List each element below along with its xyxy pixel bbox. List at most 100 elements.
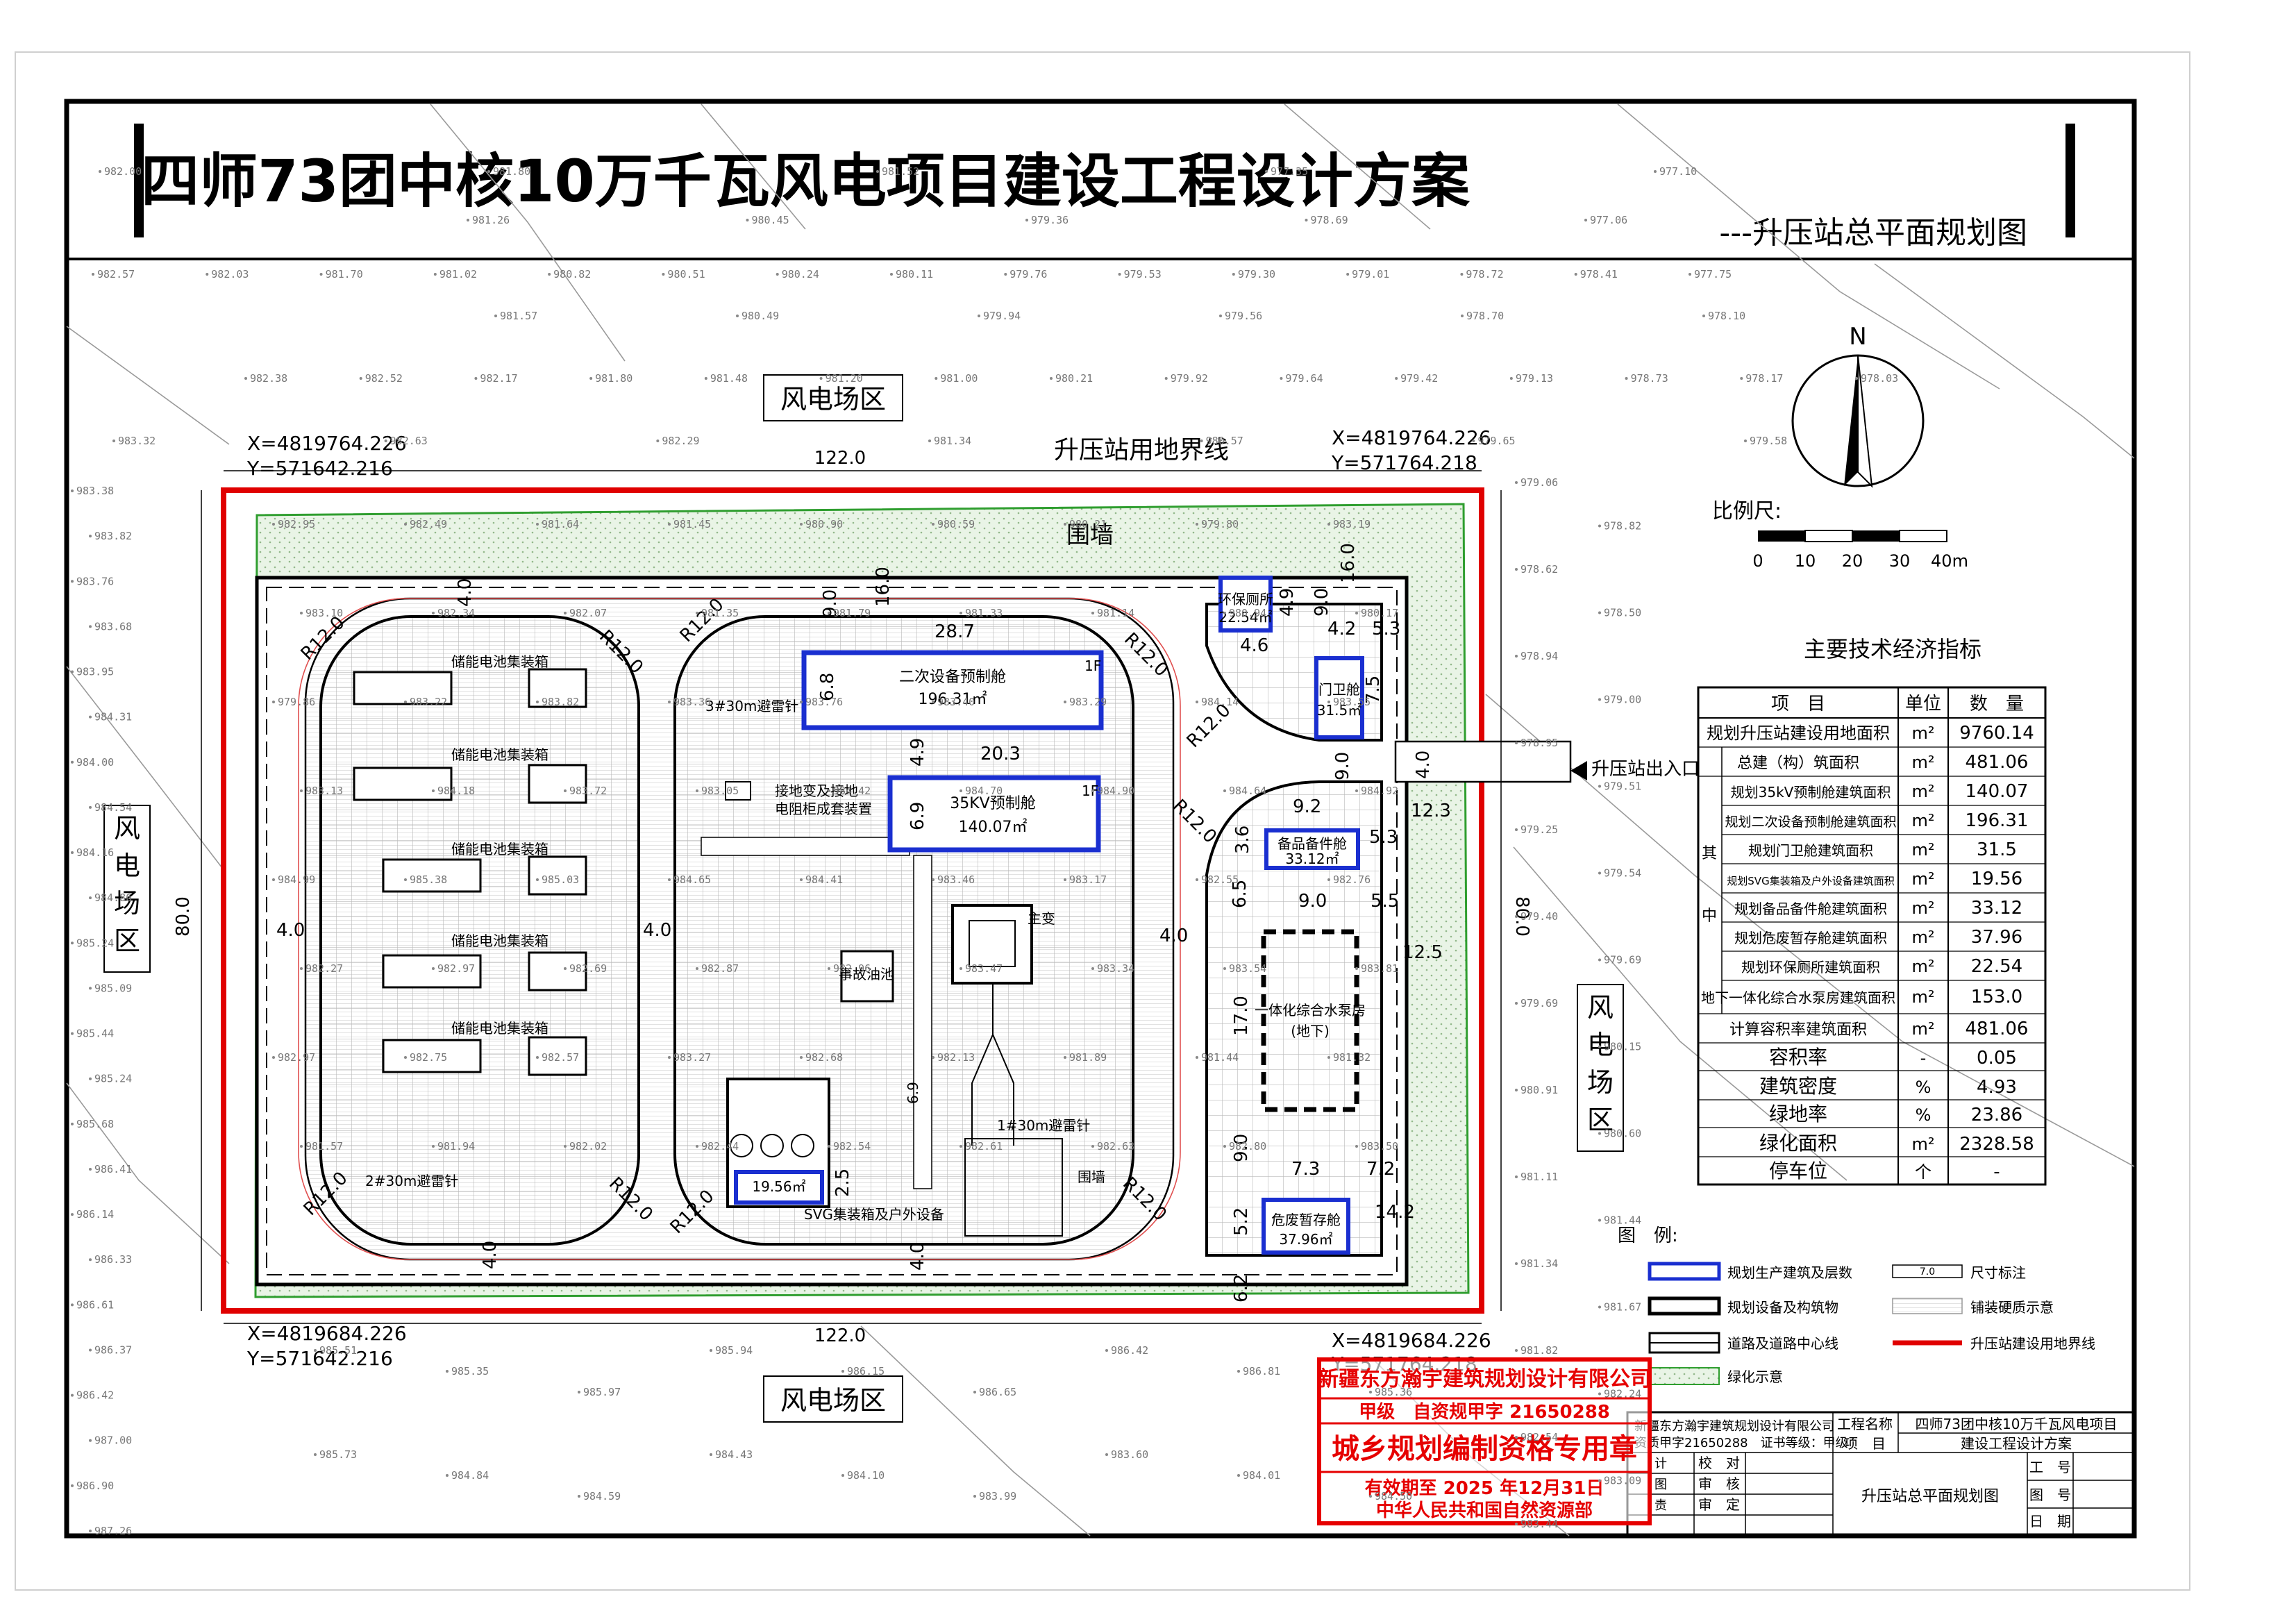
35kv-cabin-area: 140.07㎡	[959, 818, 1028, 836]
elevation-label: 979.56	[1225, 310, 1262, 322]
inner-road-h	[701, 837, 910, 856]
dim-label: 2.5	[832, 1169, 853, 1197]
elevation-label: 979.69	[1520, 997, 1558, 1010]
elevation-label: 986.65	[979, 1386, 1016, 1398]
legend-label: 规划设备及构筑物	[1727, 1299, 1838, 1316]
elevation-label: 979.53	[1124, 268, 1162, 281]
elevation-dot	[1515, 1002, 1518, 1005]
dim-label: 4.6	[1240, 635, 1268, 656]
elevation-label: 983.10	[305, 607, 343, 619]
elevation-dot	[1598, 698, 1601, 701]
elevation-label: 981.00	[940, 372, 978, 385]
dim-label: 9.0	[1231, 1134, 1252, 1162]
elevation-dot	[960, 789, 962, 792]
elevation-dot	[696, 967, 698, 970]
legend-label: 尺寸标注	[1970, 1264, 2026, 1281]
secondary-cabin-floor: 1F	[1084, 658, 1101, 674]
elevation-dot	[1223, 789, 1226, 792]
title-check: 校 对	[1698, 1455, 1740, 1471]
elevation-label: 985.94	[715, 1344, 753, 1357]
elevation-label: 980.60	[1604, 1128, 1641, 1140]
elevation-dot	[932, 878, 935, 881]
elevation-dot	[828, 612, 830, 614]
title-left-char: 计	[1654, 1457, 1667, 1471]
elevation-label: 986.37	[94, 1343, 132, 1356]
north-arrow-icon	[1791, 354, 1925, 488]
indicator-name: 绿化面积	[1759, 1132, 1837, 1155]
elevation-label: 979.30	[1238, 268, 1275, 281]
elevation-label: 985.97	[583, 1386, 621, 1398]
indicator-header: 项 目	[1771, 694, 1825, 714]
elevation-label: 981.11	[1520, 1171, 1558, 1183]
area-bottom: 风电场区	[780, 1385, 886, 1416]
elevation-dot	[112, 440, 115, 442]
indicator-value: 22.54	[1971, 956, 2022, 977]
elevation-dot	[1654, 170, 1657, 173]
elevation-dot	[272, 878, 275, 881]
elevation-dot	[1223, 612, 1226, 614]
indicator-side: 中	[1702, 907, 1717, 925]
elevation-label: 986.90	[76, 1480, 114, 1492]
elevation-label: 985.03	[542, 873, 579, 886]
elevation-label: 982.76	[1333, 873, 1371, 886]
elevation-label: 981.57	[305, 1140, 343, 1153]
elevation-dot	[828, 789, 830, 792]
elevation-dot	[746, 219, 749, 221]
dim-label: 16.0	[1338, 543, 1359, 583]
indicator-title: 主要技术经济指标	[1804, 636, 1981, 662]
elevation-dot	[1105, 1453, 1108, 1456]
battery-label: 储能电池集装箱	[451, 746, 548, 763]
elevation-label: 986.42	[1111, 1344, 1148, 1357]
elevation-label: 981.64	[542, 518, 579, 530]
elevation-label: 979.01	[1352, 268, 1389, 281]
svg-reactor	[791, 1134, 814, 1157]
elevation-label: 979.92	[1171, 372, 1208, 385]
elevation-dot	[1598, 1392, 1601, 1396]
area-left-3: 场	[114, 888, 140, 919]
dim-label: 9.2	[1293, 796, 1321, 817]
title-review: 审 核	[1698, 1475, 1740, 1492]
elevation-dot	[1702, 315, 1705, 317]
elevation-dot	[1327, 1056, 1330, 1059]
area-left-4: 区	[114, 926, 140, 956]
title-drawing-name: 升压站总平面规划图	[1861, 1488, 1999, 1505]
dim-label: 6.9	[907, 802, 928, 830]
elevation-label: 981.44	[1201, 1051, 1239, 1064]
indicator-name: 地下一体化综合水泵房建筑面积	[1701, 989, 1895, 1006]
elevation-label: 984.42	[833, 785, 871, 797]
elevation-dot	[960, 612, 962, 614]
elevation-dot	[1598, 1305, 1601, 1309]
elevation-dot	[1355, 612, 1358, 614]
coord-bl-x: X=4819684.226	[247, 1322, 407, 1345]
elevation-dot	[359, 377, 362, 380]
elevation-label: 979.36	[1031, 214, 1069, 226]
elevation-label: 982.29	[662, 435, 699, 447]
elevation-label: 984.59	[583, 1490, 621, 1502]
battery-container	[353, 767, 453, 801]
dim-label: 6.9	[905, 1082, 921, 1104]
elevation-dot	[487, 170, 490, 173]
battery-label: 储能电池集装箱	[451, 932, 548, 949]
indicator-value: 140.07	[1966, 781, 2029, 802]
elevation-label: 979.86	[278, 696, 315, 708]
elevation-dot	[89, 535, 92, 538]
elevation-dot	[776, 273, 779, 276]
title-drawing-no: 图 号	[2029, 1487, 2071, 1503]
elevation-label: 982.69	[569, 962, 607, 975]
elevation-dot	[1369, 1495, 1372, 1498]
indicator-value: 4.93	[1977, 1077, 2017, 1098]
indicator-unit: m²	[1912, 840, 1935, 860]
indicator-value: 2328.58	[1959, 1134, 2034, 1155]
elevation-dot	[319, 273, 323, 276]
elevation-dot	[932, 701, 935, 703]
elevation-dot	[71, 1303, 74, 1307]
battery-pcs	[528, 1036, 587, 1076]
elevation-dot	[71, 941, 74, 945]
coord-tl-y: Y=571642.216	[246, 457, 393, 480]
elevation-label: 984.92	[1361, 785, 1398, 797]
elevation-label: 978.72	[1466, 268, 1503, 281]
main-transformer-core	[969, 920, 1016, 967]
elevation-dot	[244, 377, 247, 380]
elevation-dot	[1200, 440, 1203, 442]
